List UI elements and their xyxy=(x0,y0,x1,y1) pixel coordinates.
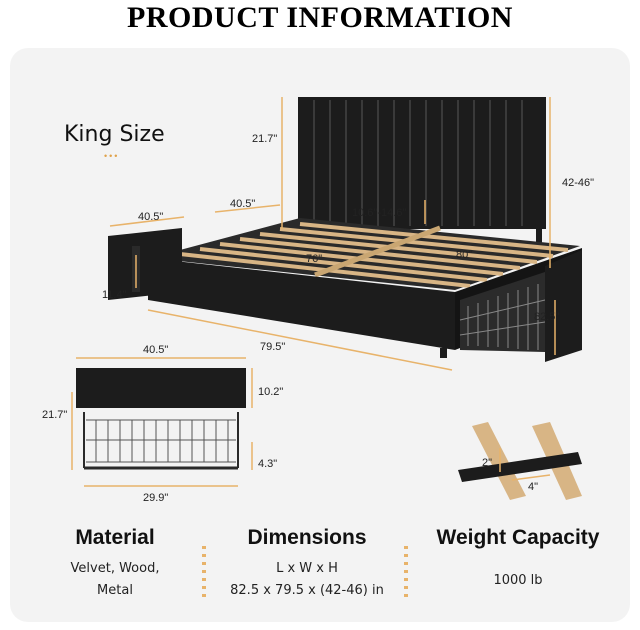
leg-height-label: 10.6"-14.6" xyxy=(352,207,406,219)
weight-line-1: 1000 lb xyxy=(493,573,543,588)
page-title: PRODUCT INFORMATION xyxy=(127,1,513,34)
total-length-label: 79.5" xyxy=(260,341,285,353)
right-drawer-width-label: 40.5" xyxy=(230,198,255,210)
decorative-dots: ••• xyxy=(104,151,120,161)
product-illustration: 21.7" 42-46" 40.5" 40.5" 10.6"-14.6" 76"… xyxy=(42,97,594,504)
inner-width-label: 80" xyxy=(456,249,472,261)
inner-length-label: 76" xyxy=(306,253,322,265)
headboard-height-label: 21.7" xyxy=(252,133,277,145)
material-line-2: Metal xyxy=(97,583,133,598)
drawer-depth-label: 21.7" xyxy=(42,409,67,421)
divider-dots-left xyxy=(202,546,206,598)
drawer-width-label: 40.5" xyxy=(143,344,168,356)
total-height-label: 42-46" xyxy=(562,177,594,189)
headboard xyxy=(298,97,546,229)
slat-illustration xyxy=(458,422,582,500)
divider-dots-right xyxy=(404,546,408,598)
dimensions-line-1: L x W x H xyxy=(276,561,338,576)
dimensions-section: Dimensions L x W x H 82.5 x 79.5 x (42-4… xyxy=(212,526,402,602)
drawer-front-height-label: 10.2" xyxy=(258,386,283,398)
drawer-illustration xyxy=(76,368,246,470)
drawer-height-label: 11.4" xyxy=(102,289,127,301)
basket-width-label: 29.9" xyxy=(143,492,168,504)
left-drawer-width-label: 40.5" xyxy=(138,211,163,223)
weight-title: Weight Capacity xyxy=(436,526,600,549)
side-rail xyxy=(148,258,455,350)
material-title: Material xyxy=(75,526,155,549)
size-label: King Size xyxy=(64,122,165,147)
slat-width-label: 4" xyxy=(528,481,538,493)
material-section: Material Velvet, Wood, Metal xyxy=(40,526,190,602)
dimensions-line-2: 82.5 x 79.5 x (42-46) in xyxy=(230,583,384,598)
basket-height-label: 4.3" xyxy=(258,458,277,470)
slat-thickness-label: 2" xyxy=(482,457,492,469)
material-line-1: Velvet, Wood, xyxy=(70,561,160,576)
bed-illustration xyxy=(108,97,582,362)
weight-section: Weight Capacity 1000 lb xyxy=(420,526,616,592)
dimensions-title: Dimensions xyxy=(247,526,367,549)
total-width-label: 82.5" xyxy=(534,311,559,323)
